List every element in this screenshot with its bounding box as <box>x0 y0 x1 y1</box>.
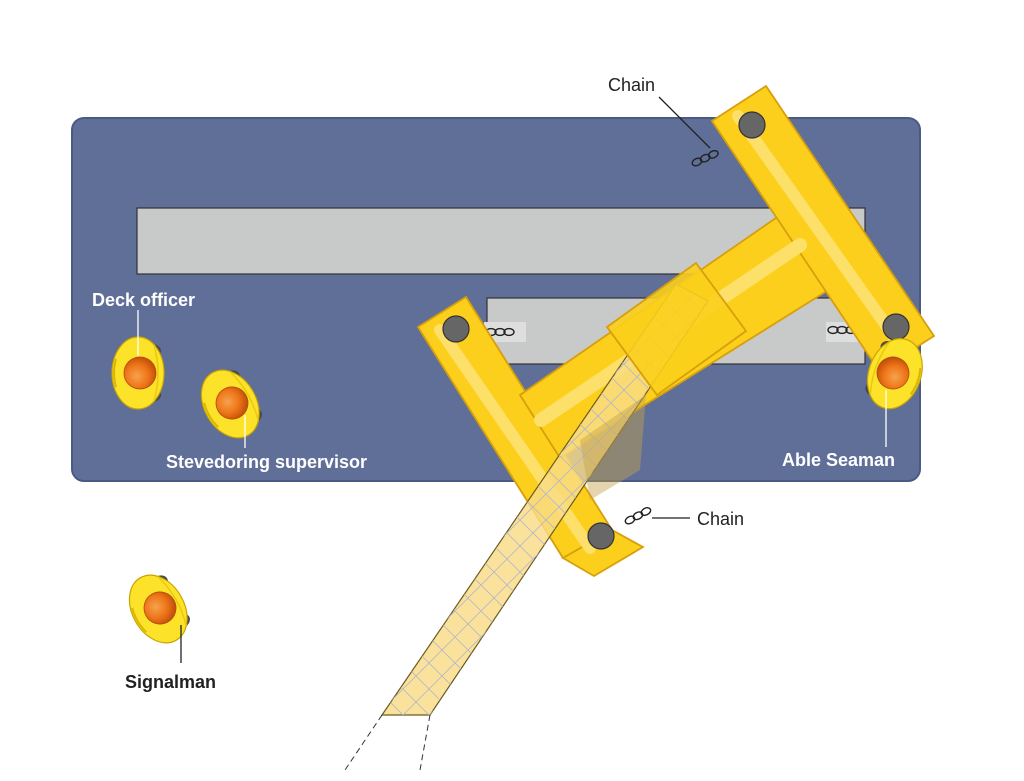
label-able-seaman: Able Seaman <box>782 450 895 470</box>
label-chain-bottom: Chain <box>697 509 744 529</box>
boom-clamp <box>605 261 748 397</box>
chain-bottom-links <box>623 505 653 527</box>
label-chain-top: Chain <box>608 75 655 95</box>
pin-right <box>882 313 910 341</box>
crane-boom <box>344 261 748 771</box>
pin-top <box>738 111 766 139</box>
label-stevedoring-supervisor: Stevedoring supervisor <box>166 452 367 472</box>
label-signalman: Signalman <box>125 672 216 692</box>
signalman-figure <box>116 563 200 655</box>
pin-bottom <box>587 522 615 550</box>
leader-chain-top <box>658 96 711 149</box>
label-deck-officer: Deck officer <box>92 290 195 310</box>
pin-left <box>442 315 470 343</box>
